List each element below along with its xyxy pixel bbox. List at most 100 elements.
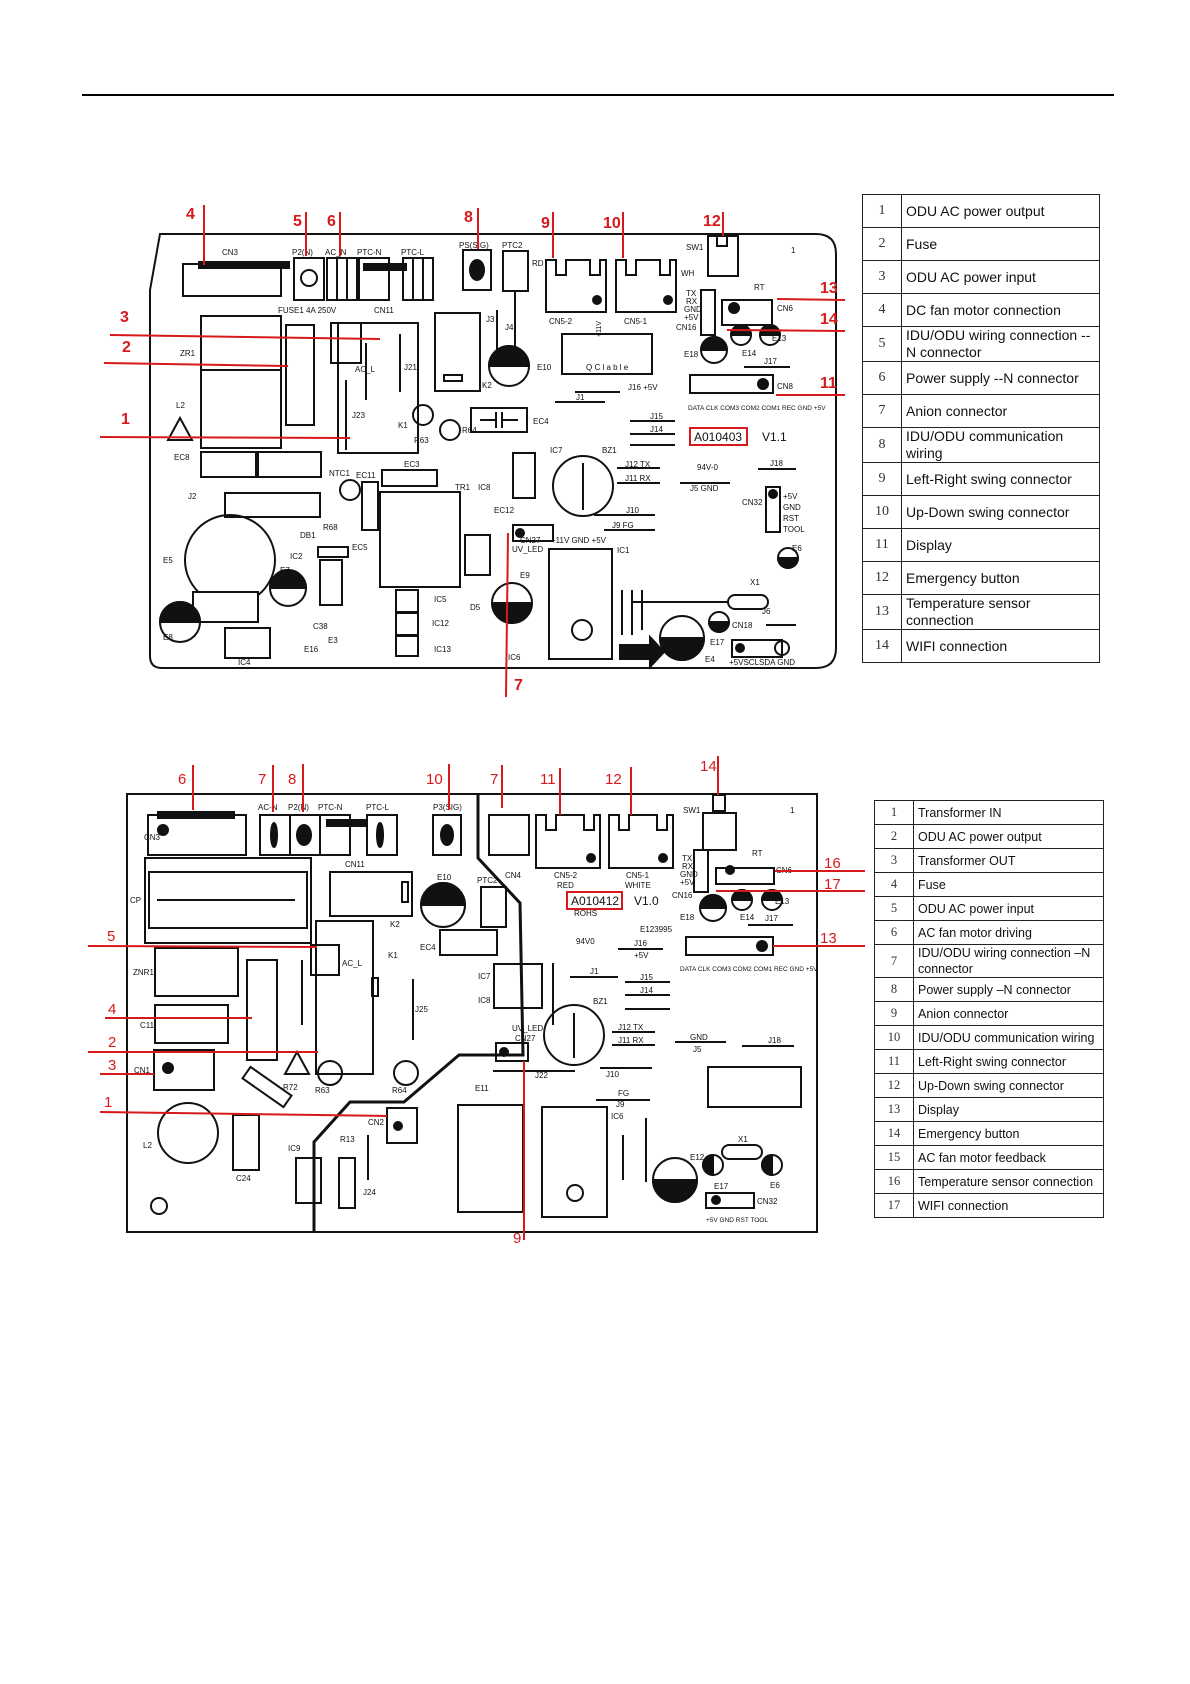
legend-number: 16 xyxy=(874,1169,914,1194)
silk-j11: J11 RX xyxy=(618,1036,644,1045)
legend-label: Transformer OUT xyxy=(913,848,1104,873)
r64 xyxy=(439,419,461,441)
silk-e4: E4 xyxy=(705,655,715,664)
callout-7: 7 xyxy=(514,677,523,694)
silk-e17: E17 xyxy=(710,638,725,647)
legend-number: 7 xyxy=(874,944,914,978)
silk-znr1: ZNR1 xyxy=(133,968,154,977)
legend-number: 2 xyxy=(862,227,902,261)
bz1-buzzer xyxy=(543,1004,605,1066)
callout-8: 8 xyxy=(464,209,473,226)
silk-ec11: EC11 xyxy=(356,471,376,480)
silk-cn32-pin-1: GND xyxy=(783,503,801,512)
ic9 xyxy=(295,1157,322,1204)
callout-9: 9 xyxy=(513,1230,521,1247)
silk-ec4: EC4 xyxy=(420,943,436,952)
silk-e10: E10 xyxy=(537,363,552,372)
legend-label: ODU AC power output xyxy=(901,194,1100,228)
silk-sw1: SW1 xyxy=(683,806,701,815)
silk-ptc2: PTC2 xyxy=(502,241,523,250)
silk-j18: J18 xyxy=(770,459,783,468)
silk-ptc-n: PTC-N xyxy=(318,803,343,812)
legend-label: WIFI connection xyxy=(901,629,1100,663)
relay-k2 xyxy=(434,312,481,392)
header-rule xyxy=(82,94,1114,96)
silk-cn5-1: CN5-1 xyxy=(624,317,648,326)
ic8 xyxy=(512,452,536,499)
callout-1: 1 xyxy=(104,1094,112,1111)
legend-label: Emergency button xyxy=(913,1121,1104,1146)
cn1-connector xyxy=(153,1049,215,1091)
silk-j12: J12 TX xyxy=(618,1023,644,1032)
silk-tr1: TR1 xyxy=(455,483,471,492)
silk-ptc-l: PTC-L xyxy=(401,248,425,257)
silk-j16: J16 xyxy=(634,939,647,948)
cn27-connector xyxy=(495,1042,529,1062)
znr1-varistor xyxy=(154,947,239,997)
silk-j25: J25 xyxy=(415,1005,428,1014)
ic6-regulator xyxy=(541,1106,608,1218)
callout-10: 10 xyxy=(426,771,443,788)
silk-cn3: CN3 xyxy=(144,833,161,842)
part-number-box xyxy=(566,891,623,910)
silk-j5: J5 xyxy=(693,1045,702,1054)
silk-ul: 94V0 xyxy=(576,937,595,946)
ic4 xyxy=(224,627,271,659)
ec11 xyxy=(361,481,379,531)
silk-p3-sig: P3(SIG) xyxy=(433,803,462,812)
callout-7a: 7 xyxy=(258,771,266,788)
legend-label: Left-Right swing connector xyxy=(913,1049,1104,1074)
silk-j14: J14 xyxy=(650,425,663,434)
legend-label: IDU/ODU wiring connection –N connector xyxy=(913,944,1104,978)
silk-wh: WH xyxy=(681,269,695,278)
silk-ptc2: PTC2 xyxy=(477,876,498,885)
callout-5: 5 xyxy=(107,928,115,945)
ec4-capacitor xyxy=(470,407,528,433)
legend-label: AC fan motor feedback xyxy=(913,1145,1104,1170)
silk-l2: L2 xyxy=(176,401,185,410)
callout-14: 14 xyxy=(820,311,838,328)
c24-capacitor xyxy=(232,1114,260,1171)
callout-7b: 7 xyxy=(490,771,498,788)
silk-e6: E6 xyxy=(770,1181,780,1190)
relay-k1 xyxy=(337,322,419,454)
board-version: V1.1 xyxy=(762,430,787,444)
silk-cn27: CN27 xyxy=(515,1034,536,1043)
legend-number: 3 xyxy=(874,848,914,873)
silk-j1: J1 xyxy=(576,393,585,402)
legend-number: 11 xyxy=(874,1049,914,1074)
part-number: A010403 xyxy=(694,430,742,444)
legend-label: Fuse xyxy=(901,227,1100,261)
cn32-connector xyxy=(705,1192,755,1209)
silk-c24: C24 xyxy=(236,1174,251,1183)
silk-cn5-2: CN5-2 xyxy=(549,317,573,326)
cn32-connector xyxy=(765,486,781,533)
silk-r72: R72 xyxy=(283,1083,298,1092)
silk-ic5: IC5 xyxy=(434,595,447,604)
silk-red: RED xyxy=(557,881,574,890)
relay-k2 xyxy=(329,871,413,917)
j2-bridge xyxy=(224,492,321,518)
silk-cn32-pins: +5V GND RST TOOL xyxy=(706,1217,768,1224)
legend-label: Power supply –N connector xyxy=(913,977,1104,1002)
ec4-capacitor xyxy=(439,929,498,956)
ptc-n-terminal xyxy=(358,257,390,301)
ec8-capacitor xyxy=(200,451,257,478)
legend-label: WIFI connection xyxy=(913,1193,1104,1218)
legend-number: 17 xyxy=(874,1193,914,1218)
d5-diode xyxy=(464,534,491,576)
silk-gnd: GND xyxy=(690,1033,708,1042)
callout-13: 13 xyxy=(820,930,837,947)
